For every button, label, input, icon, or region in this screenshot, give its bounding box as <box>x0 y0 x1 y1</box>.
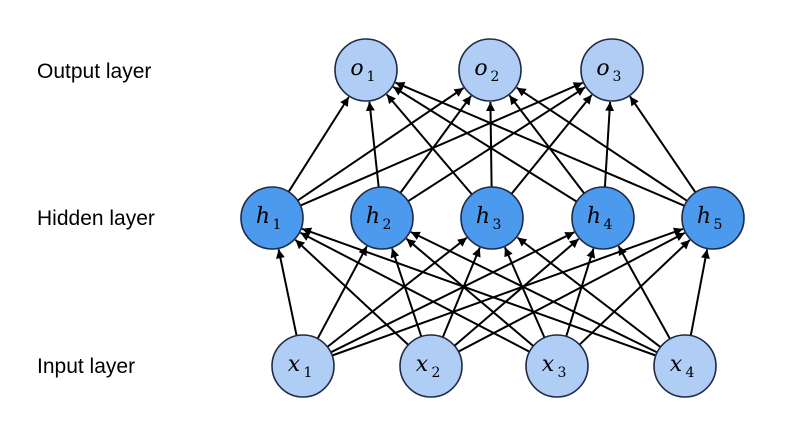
edge-input1-to-hidden3 <box>326 236 468 348</box>
node-variable: o <box>350 56 363 81</box>
node-variable: x <box>670 352 683 377</box>
node-circle <box>653 334 717 398</box>
edge-input4-to-hidden1 <box>301 227 657 357</box>
node-subscript: 2 <box>491 69 500 85</box>
edge-input2-to-hidden1 <box>294 239 409 346</box>
node-subscript: 1 <box>304 365 313 381</box>
edge-input3-to-hidden5 <box>578 239 691 346</box>
input-layer-label: Input layer <box>37 355 135 378</box>
edge-hidden1-to-output1 <box>287 96 350 193</box>
edge-input3-to-hidden1 <box>299 231 530 353</box>
node-variable: x <box>288 352 301 377</box>
edge-hidden3-to-output3 <box>510 94 593 195</box>
node-circle <box>350 186 414 250</box>
edge-hidden4-to-output2 <box>508 94 585 195</box>
edge-hidden2-to-output3 <box>407 86 586 203</box>
edge-input4-to-hidden5 <box>689 249 710 336</box>
node-circle <box>271 334 335 398</box>
node-variable: h <box>697 204 711 229</box>
node-variable: h <box>476 204 490 229</box>
edge-input4-to-hidden3 <box>516 236 662 348</box>
connections <box>276 81 710 357</box>
edge-hidden3-to-output1 <box>385 93 473 196</box>
edge-hidden4-to-output1 <box>392 86 578 203</box>
edge-hidden3-to-output2 <box>486 101 496 188</box>
edge-hidden2-to-output2 <box>399 95 472 194</box>
node-variable: x <box>416 352 429 377</box>
node-circle <box>580 38 644 102</box>
edge-hidden2-to-output1 <box>365 101 380 188</box>
edge-input2-to-hidden4 <box>453 238 580 347</box>
node-subscript: 1 <box>367 69 376 85</box>
edge-hidden1-to-output2 <box>297 87 465 202</box>
node-subscript: 4 <box>686 365 695 381</box>
node-circle <box>525 334 589 398</box>
node-subscript: 2 <box>432 365 441 381</box>
node-variable: o <box>474 56 487 81</box>
node-circle <box>399 334 463 398</box>
output-layer-label: Output layer <box>37 60 151 83</box>
edge-hidden5-to-output2 <box>516 86 688 202</box>
edge-input4-to-hidden2 <box>410 231 658 354</box>
node-subscript: 4 <box>604 217 613 233</box>
node-circle <box>334 38 398 102</box>
node-circle <box>460 186 524 250</box>
node-subscript: 3 <box>558 365 567 381</box>
node-variable: o <box>596 56 609 81</box>
node-variable: h <box>366 204 380 229</box>
node-circle <box>681 186 745 250</box>
edge-input1-to-hidden1 <box>276 249 298 336</box>
node-circle <box>458 38 522 102</box>
edge-input3-to-hidden3 <box>503 246 546 339</box>
node-circle <box>571 186 635 250</box>
edge-input1-to-hidden4 <box>330 231 575 354</box>
edge-input4-to-hidden4 <box>617 245 671 340</box>
edge-hidden5-to-output1 <box>395 81 685 207</box>
edge-hidden1-to-output3 <box>300 81 584 207</box>
node-variable: x <box>542 352 555 377</box>
edge-input1-to-hidden2 <box>316 245 368 340</box>
edge-input2-to-hidden5 <box>457 232 686 353</box>
edge-input3-to-hidden4 <box>565 248 596 337</box>
node-subscript: 3 <box>613 69 622 85</box>
node-subscript: 2 <box>383 217 392 233</box>
node-subscript: 5 <box>714 217 723 233</box>
node-variable: h <box>256 204 270 229</box>
node-circle <box>240 186 304 250</box>
edge-hidden5-to-output3 <box>629 95 697 193</box>
node-subscript: 1 <box>273 217 282 233</box>
node-subscript: 3 <box>493 217 502 233</box>
node-variable: h <box>587 204 601 229</box>
edge-input3-to-hidden2 <box>405 237 534 347</box>
hidden-layer-label: Hidden layer <box>37 207 155 230</box>
